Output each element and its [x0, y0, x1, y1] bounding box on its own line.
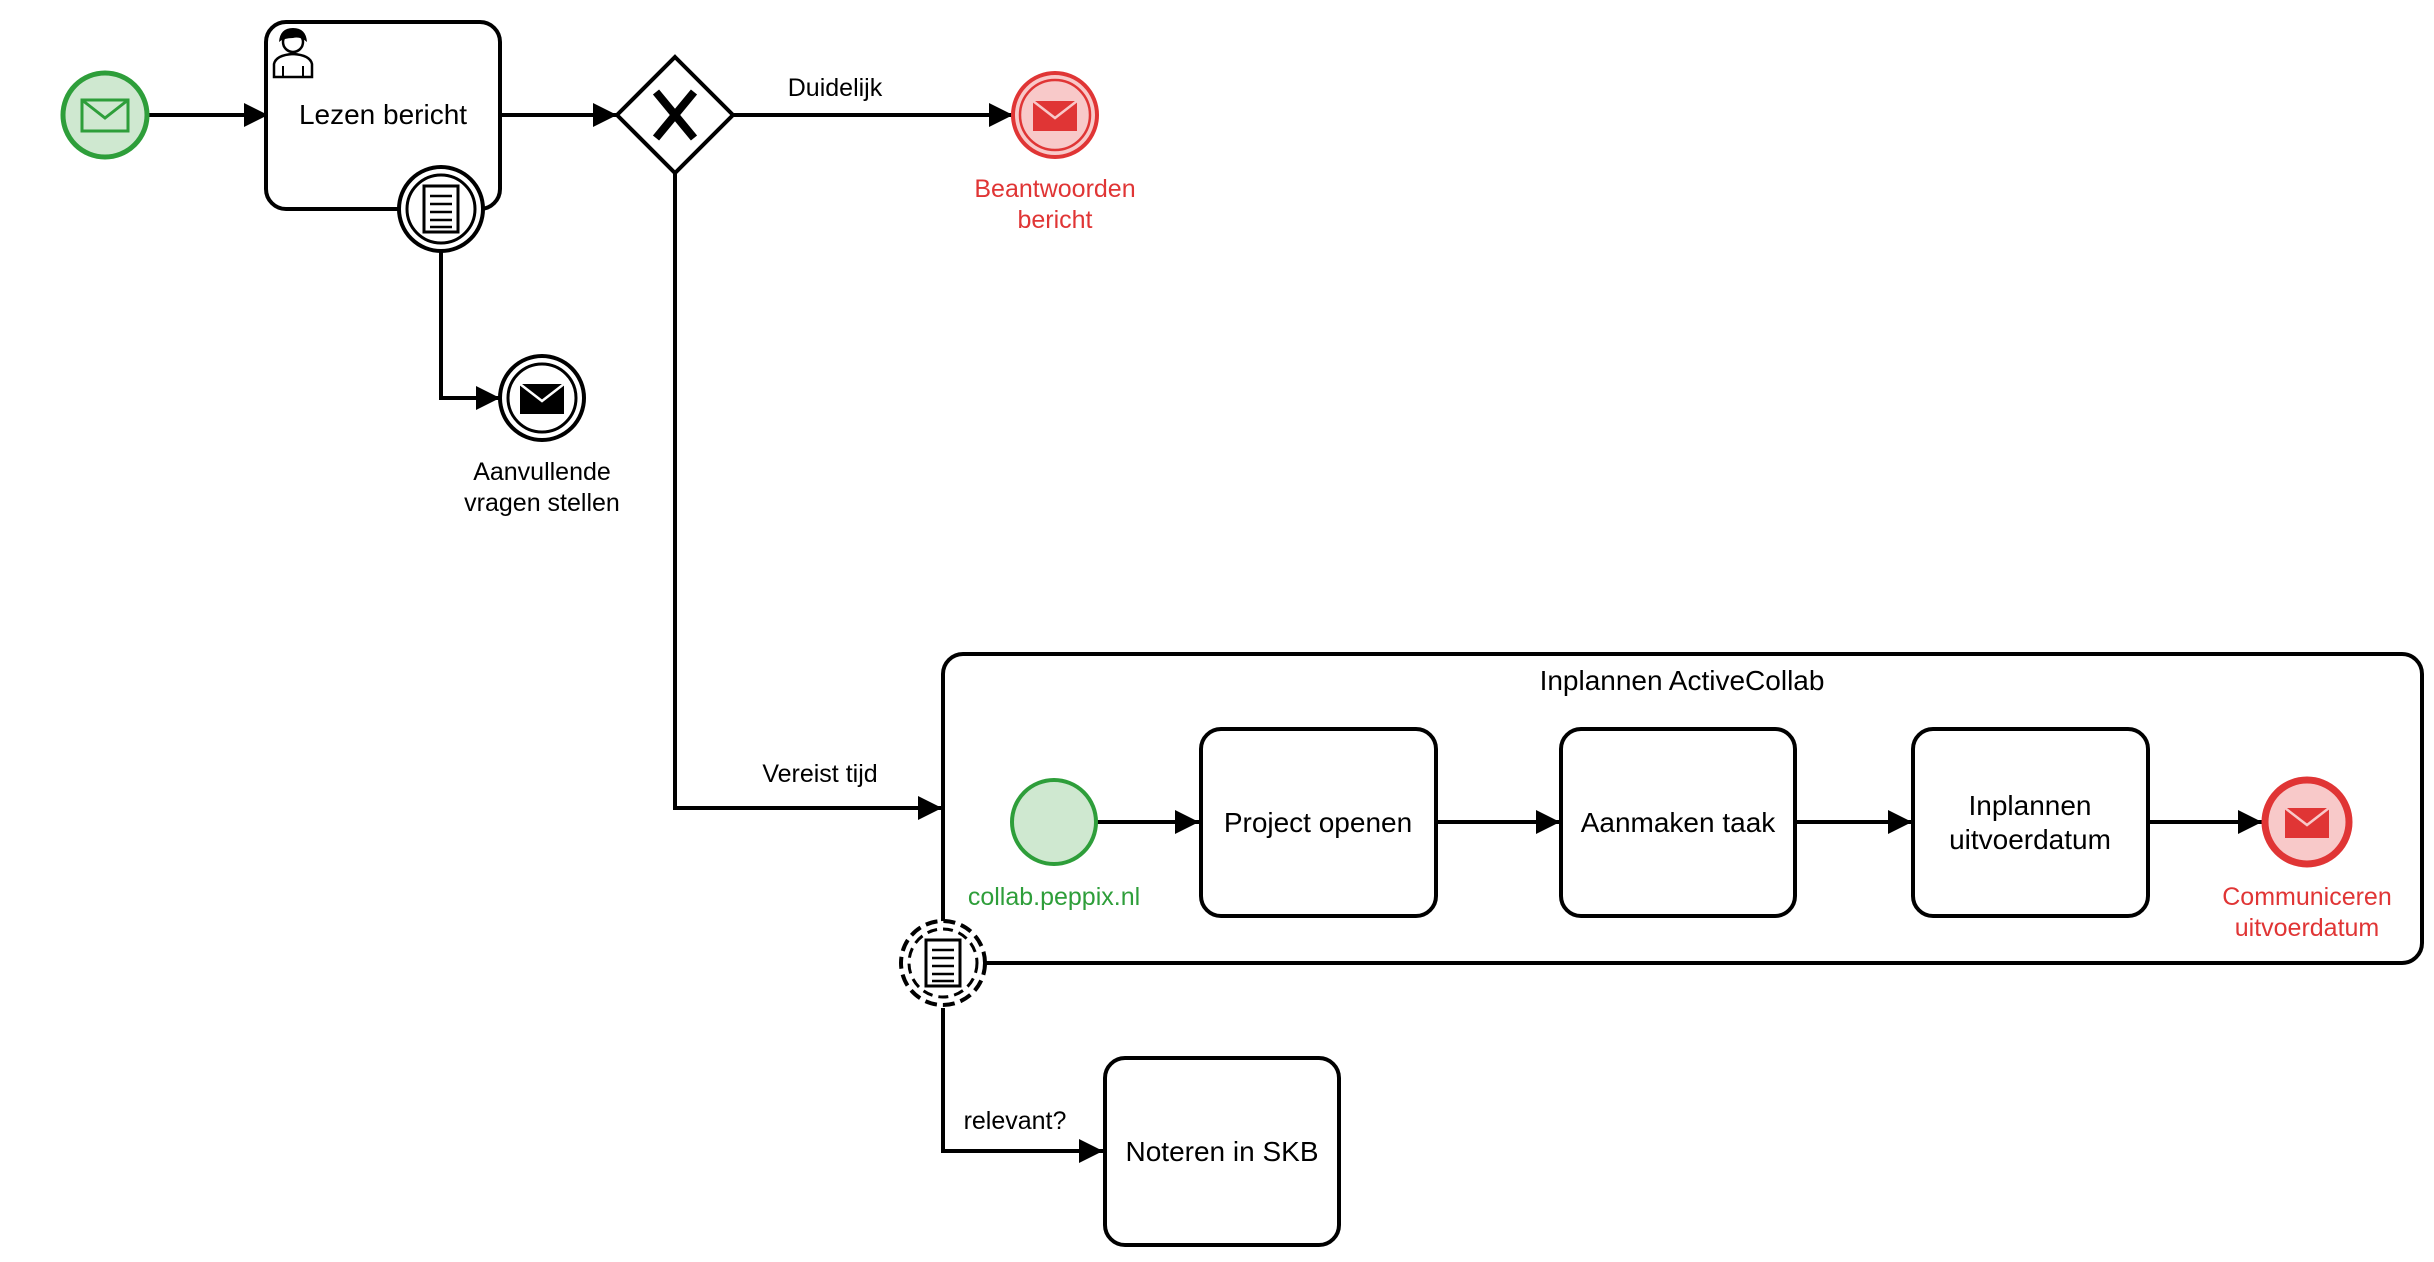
document-icon: [422, 184, 460, 234]
task-label: Noteren in SKB: [1126, 1136, 1319, 1167]
subprocess-inplannen-activecollab[interactable]: Inplannen ActiveCollab: [941, 652, 2424, 965]
boundary-conditional-event-non-interrupting[interactable]: [899, 919, 987, 1007]
task-lezen-bericht[interactable]: Lezen bericht: [264, 20, 502, 211]
subprocess-title: Inplannen ActiveCollab: [1540, 665, 1825, 696]
end-event-label-line1: Beantwoorden: [974, 175, 1135, 203]
task-label: Lezen bericht: [299, 99, 467, 130]
throw-event-label-line1: Aanvullende: [473, 458, 611, 486]
task-noteren-in-skb[interactable]: Noteren in SKB: [1103, 1056, 1341, 1247]
task-label: Aanmaken taak: [1581, 807, 1777, 838]
envelope-icon: [80, 98, 130, 133]
boundary-conditional-event[interactable]: [397, 165, 485, 253]
flow-label-relevant: relevant?: [964, 1107, 1067, 1135]
end-event-label-line2: bericht: [1017, 206, 1092, 234]
task-inplannen-uitvoerdatum[interactable]: Inplannen uitvoerdatum: [1911, 727, 2150, 918]
flow-boundary-to-aanvullende[interactable]: [439, 250, 500, 410]
envelope-icon: [1032, 100, 1078, 131]
envelope-icon: [519, 383, 565, 414]
subprocess-start-label: collab.peppix.nl: [968, 883, 1140, 911]
end-event-label-line1: Communiceren: [2222, 883, 2392, 911]
end-event-label-line2: uitvoerdatum: [2235, 914, 2380, 942]
task-label-line1: Inplannen: [1968, 790, 2091, 821]
exclusive-gateway[interactable]: [614, 54, 736, 176]
subprocess-start-event[interactable]: [1010, 778, 1098, 866]
flow-label-duidelijk: Duidelijk: [788, 74, 883, 102]
intermediate-message-throw-event[interactable]: [498, 354, 586, 442]
flow-vereist-tijd[interactable]: [673, 173, 942, 820]
task-label-line2: uitvoerdatum: [1949, 824, 2111, 855]
task-aanmaken-taak[interactable]: Aanmaken taak: [1559, 727, 1797, 918]
flow-relevant[interactable]: [941, 1008, 1103, 1163]
flow-label-vereist-tijd: Vereist tijd: [762, 760, 877, 788]
start-message-event[interactable]: [60, 70, 150, 160]
end-event-beantwoorden[interactable]: [1011, 71, 1099, 159]
end-event-communiceren[interactable]: [2261, 776, 2353, 868]
task-label: Project openen: [1224, 807, 1412, 838]
user-icon: [272, 28, 314, 79]
document-icon: [924, 938, 962, 988]
throw-event-label-line2: vragen stellen: [464, 489, 620, 517]
task-project-openen[interactable]: Project openen: [1199, 727, 1438, 918]
envelope-icon: [2284, 807, 2330, 838]
exclusive-gateway-x-icon: [652, 89, 698, 141]
